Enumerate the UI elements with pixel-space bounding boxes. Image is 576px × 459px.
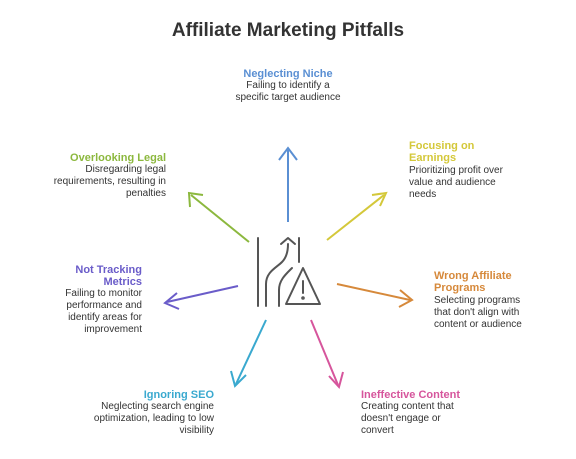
road-warning-icon: [257, 237, 321, 307]
item-seo: Ignoring SEO Neglecting search engine op…: [92, 389, 214, 437]
diagram-title: Affiliate Marketing Pitfalls: [171, 20, 405, 41]
item-content-desc: Creating content that doesn't engage or …: [361, 401, 454, 436]
item-tracking: Not Tracking Metrics Failing to monitor …: [46, 264, 142, 336]
arrow-earnings: [326, 191, 388, 241]
item-tracking-title: Not Tracking Metrics: [75, 264, 142, 288]
item-content-title: Ineffective Content: [361, 389, 461, 401]
item-content: Ineffective Content Creating content tha…: [361, 389, 471, 437]
arrow-tracking: [163, 285, 239, 310]
arrow-niche: [278, 146, 298, 222]
item-programs-title: Wrong Affiliate Programs: [434, 270, 512, 294]
arrow-programs: [336, 283, 414, 308]
item-niche-desc: Failing to identify a specific target au…: [235, 80, 341, 103]
item-programs: Wrong Affiliate Programs Selecting progr…: [434, 270, 534, 331]
item-niche: Neglecting Niche Failing to identify a s…: [222, 68, 354, 104]
item-earnings-desc: Prioritizing profit over value and audie…: [409, 165, 503, 200]
arrow-seo: [230, 319, 267, 388]
item-programs-desc: Selecting programs that don't align with…: [434, 295, 522, 330]
item-niche-title: Neglecting Niche: [243, 68, 333, 80]
item-legal-desc: Disregarding legal requirements, resulti…: [53, 164, 166, 199]
arrow-legal: [187, 191, 250, 243]
item-legal-title: Overlooking Legal: [70, 152, 166, 164]
arrow-content: [310, 319, 344, 390]
item-earnings: Focusing on Earnings Prioritizing profit…: [409, 140, 519, 201]
item-seo-desc: Neglecting search engine optimization, l…: [93, 401, 214, 436]
item-legal: Overlooking Legal Disregarding legal req…: [52, 152, 166, 200]
item-seo-title: Ignoring SEO: [143, 389, 214, 401]
item-earnings-title: Focusing on Earnings: [409, 140, 475, 164]
item-tracking-desc: Failing to monitor performance and ident…: [65, 288, 142, 335]
